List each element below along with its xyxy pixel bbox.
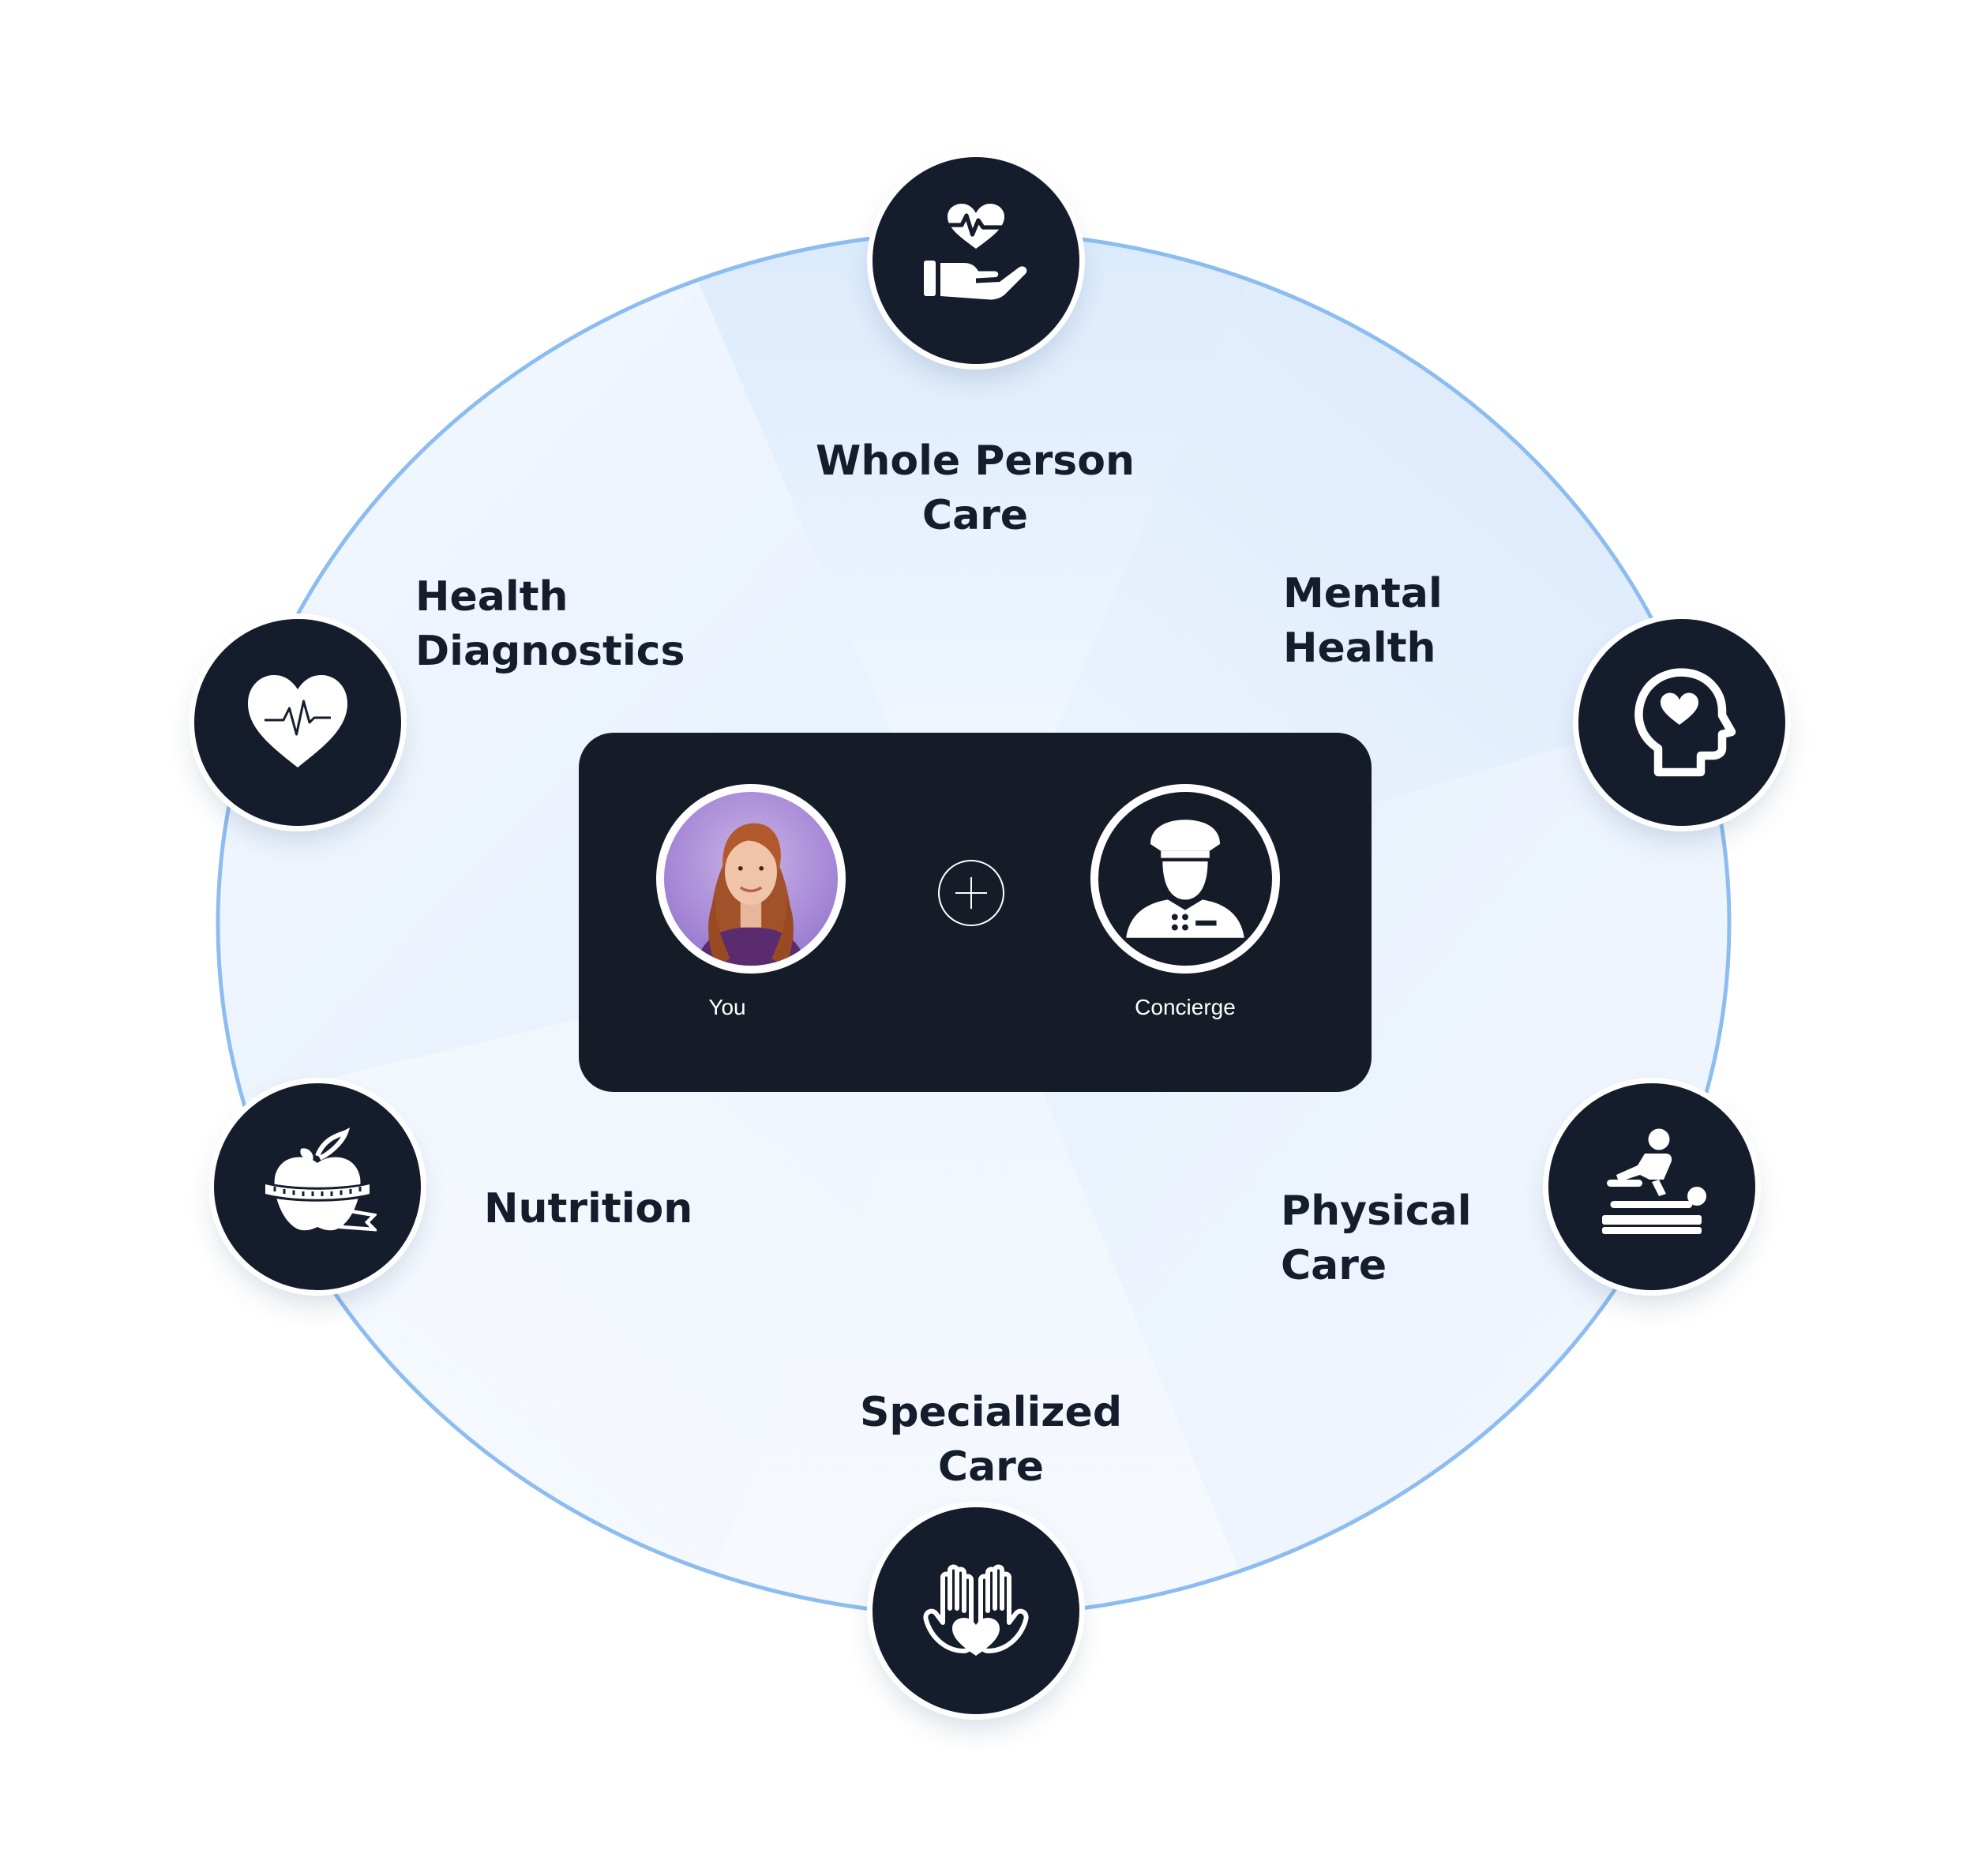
head-heart-icon bbox=[1634, 668, 1736, 777]
segment-label-nutrition: Nutrition bbox=[484, 1185, 693, 1233]
center-card: You Concierge bbox=[579, 733, 1372, 1092]
node-physical-care bbox=[1548, 1083, 1755, 1290]
segment-label-mental-health: Mental Health bbox=[1283, 570, 1443, 672]
person-photo bbox=[695, 823, 807, 966]
heart-in-hand-icon bbox=[924, 204, 1027, 300]
node-specialized-care bbox=[873, 1507, 1079, 1714]
avatar-concierge bbox=[1090, 784, 1280, 974]
hands-heart-icon bbox=[923, 1564, 1029, 1656]
segment-label-whole-person-care: Whole Person Care bbox=[815, 437, 1135, 539]
apple-measuring-tape-icon bbox=[263, 1127, 377, 1232]
node-mental-health bbox=[1578, 619, 1785, 826]
wedge-specialized-care bbox=[679, 924, 1275, 1615]
segment-label-physical-care: Physical Care bbox=[1281, 1188, 1472, 1289]
node-nutrition bbox=[214, 1083, 421, 1290]
wedge-whole-person-care bbox=[679, 237, 1267, 924]
you-label: You bbox=[708, 995, 746, 1019]
segment-label-health-diagnostics: Health Diagnostics bbox=[415, 573, 685, 675]
avatar-you bbox=[656, 784, 846, 974]
node-health-diagnostics bbox=[194, 619, 401, 826]
concierge-label: Concierge bbox=[1135, 995, 1236, 1019]
segment-label-specialized-care: Specialized Care bbox=[859, 1389, 1123, 1491]
heart-pulse-icon bbox=[248, 675, 347, 767]
massage-therapy-icon bbox=[1602, 1128, 1706, 1234]
plus-circle-icon bbox=[938, 860, 1004, 926]
concierge-icon bbox=[1126, 820, 1244, 938]
node-whole-person-care bbox=[873, 157, 1079, 364]
